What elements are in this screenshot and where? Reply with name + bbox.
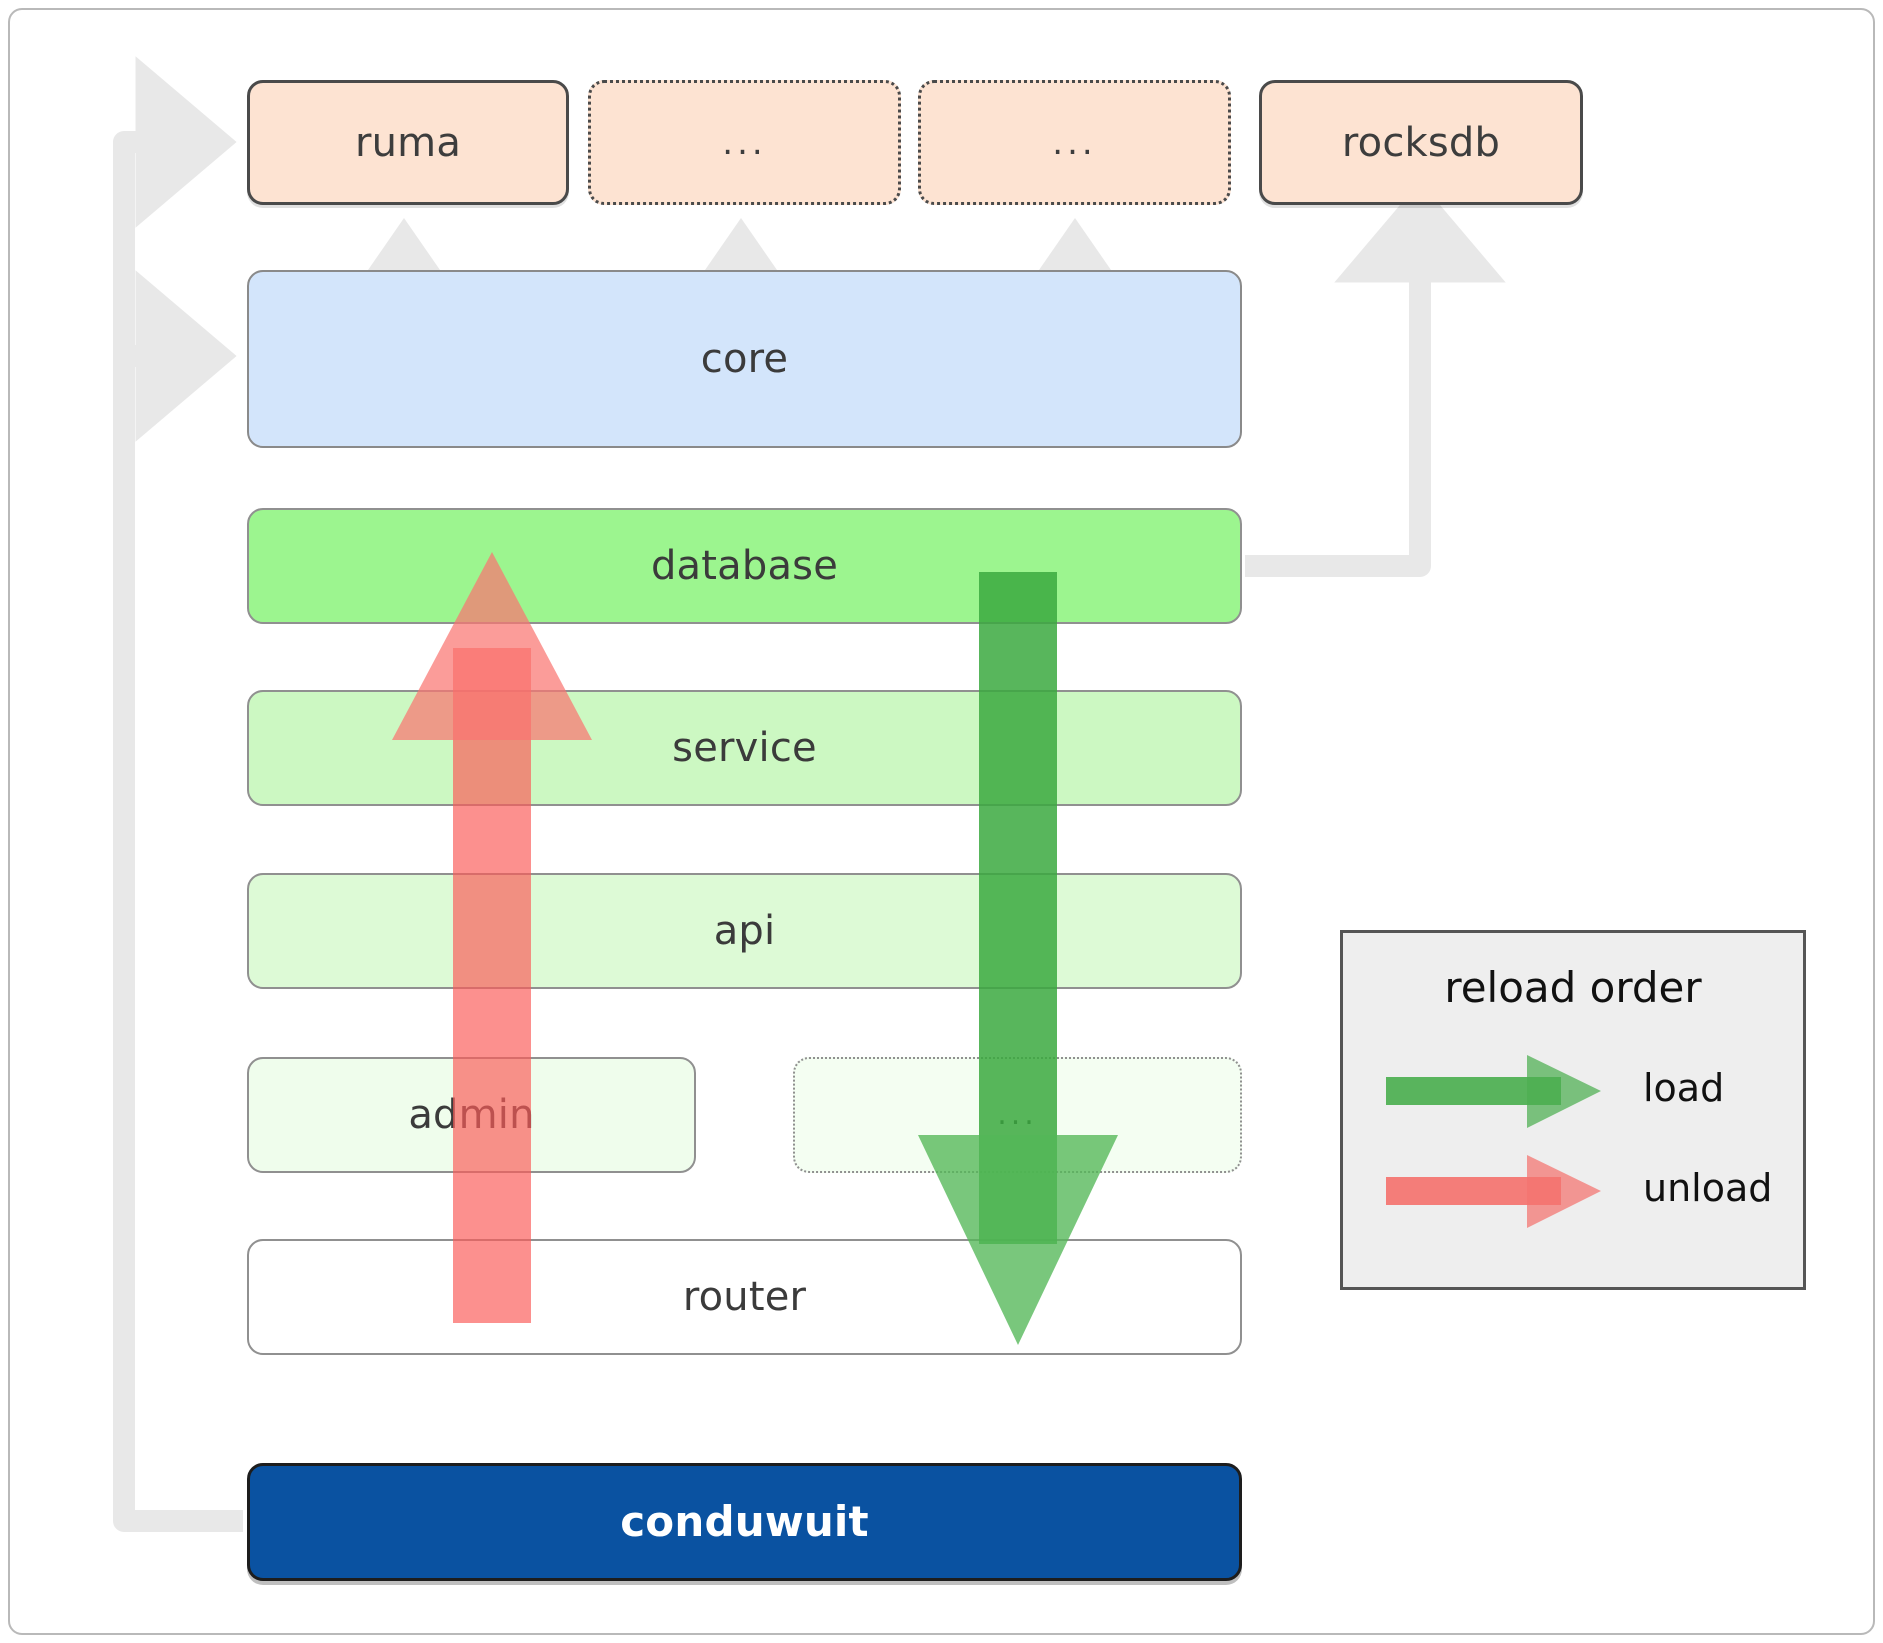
node-core[interactable]: core: [247, 270, 1242, 448]
legend-load-arrow: [1386, 1055, 1601, 1128]
legend-title: reload order: [1444, 963, 1702, 1012]
layer-service-label: service: [672, 725, 817, 771]
legend-load-label: load: [1643, 1066, 1725, 1110]
legend-panel: reload order load unload: [1340, 930, 1806, 1290]
legend-unload-label: unload: [1643, 1166, 1773, 1210]
layer-service[interactable]: service: [247, 690, 1242, 806]
crate-ruma[interactable]: ruma: [247, 80, 569, 205]
layer-api[interactable]: api: [247, 873, 1242, 989]
crate-rocksdb-label: rocksdb: [1341, 119, 1501, 166]
layer-router-label: router: [682, 1274, 807, 1320]
node-conduwuit[interactable]: conduwuit: [247, 1463, 1242, 1581]
layer-router[interactable]: router: [247, 1239, 1242, 1355]
crate-ellipsis-1[interactable]: ...: [588, 80, 901, 205]
crate-ellipsis-2-label: ...: [1052, 122, 1097, 163]
crate-ruma-label: ruma: [354, 119, 462, 166]
node-core-label: core: [700, 336, 789, 382]
layer-admin[interactable]: admin: [247, 1057, 696, 1173]
legend-unload-arrow: [1386, 1155, 1601, 1228]
crate-ellipsis-2[interactable]: ...: [918, 80, 1231, 205]
layer-ellipsis[interactable]: ...: [793, 1057, 1242, 1173]
layer-api-label: api: [713, 908, 776, 954]
diagram-frame: [8, 8, 1875, 1635]
layer-database-label: database: [650, 543, 839, 589]
layer-database[interactable]: database: [247, 508, 1242, 624]
layer-admin-label: admin: [408, 1092, 535, 1138]
crate-rocksdb[interactable]: rocksdb: [1259, 80, 1583, 205]
layer-ellipsis-label: ...: [997, 1097, 1038, 1132]
legend-arrow-layer: [1386, 1055, 1601, 1228]
crate-ellipsis-1-label: ...: [722, 122, 767, 163]
node-conduwuit-label: conduwuit: [620, 1497, 869, 1546]
